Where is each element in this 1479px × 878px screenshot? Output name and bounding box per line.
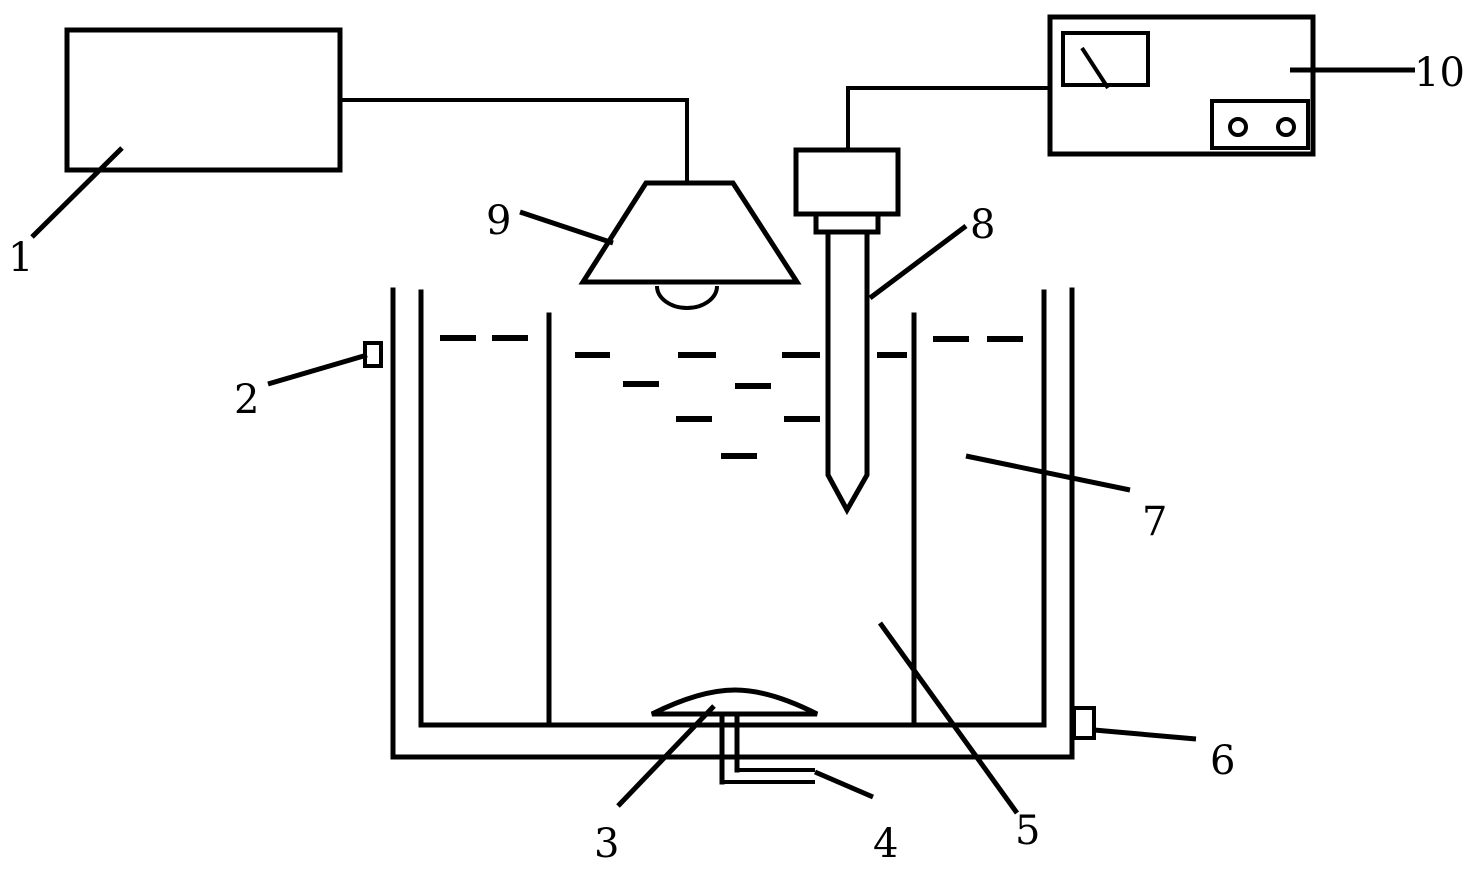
outer-tank bbox=[390, 287, 1075, 760]
probe-collar bbox=[813, 211, 881, 235]
leader-6 bbox=[1093, 727, 1197, 742]
label-2: 2 bbox=[234, 377, 259, 423]
lamp-wire bbox=[340, 98, 689, 183]
control-box bbox=[64, 27, 343, 173]
outlet-nozzle bbox=[1072, 706, 1096, 740]
probe-head bbox=[793, 147, 901, 217]
leader-4 bbox=[814, 769, 874, 800]
label-8: 8 bbox=[970, 202, 995, 248]
meter-needle bbox=[1080, 46, 1110, 90]
label-5: 5 bbox=[1015, 808, 1040, 854]
meter-knob-left bbox=[1228, 117, 1248, 137]
leader-2 bbox=[267, 352, 368, 387]
label-10: 10 bbox=[1414, 50, 1465, 96]
leader-1 bbox=[30, 146, 124, 239]
leader-9 bbox=[519, 209, 614, 246]
label-3: 3 bbox=[594, 821, 619, 867]
lamp-bulb bbox=[655, 285, 719, 310]
label-7: 7 bbox=[1142, 499, 1167, 545]
probe-wire bbox=[846, 86, 1050, 150]
stirrer-disc bbox=[650, 687, 819, 717]
probe-body bbox=[825, 229, 870, 516]
label-6: 6 bbox=[1210, 738, 1235, 784]
lamp-shade bbox=[578, 180, 802, 285]
inner-vessel bbox=[418, 289, 1047, 728]
meter-knob-right bbox=[1276, 117, 1296, 137]
inlet-nozzle bbox=[363, 341, 383, 368]
leader-7 bbox=[965, 453, 1131, 493]
label-9: 9 bbox=[486, 198, 511, 244]
label-4: 4 bbox=[873, 821, 898, 867]
liquid-level bbox=[440, 335, 1023, 459]
leader-8 bbox=[868, 224, 968, 300]
meter-panel bbox=[1210, 99, 1310, 150]
leader-3 bbox=[616, 704, 716, 808]
meter-dial bbox=[1061, 31, 1150, 87]
label-1: 1 bbox=[8, 235, 33, 281]
meter-box bbox=[1047, 14, 1316, 157]
leader-5 bbox=[877, 621, 1020, 815]
